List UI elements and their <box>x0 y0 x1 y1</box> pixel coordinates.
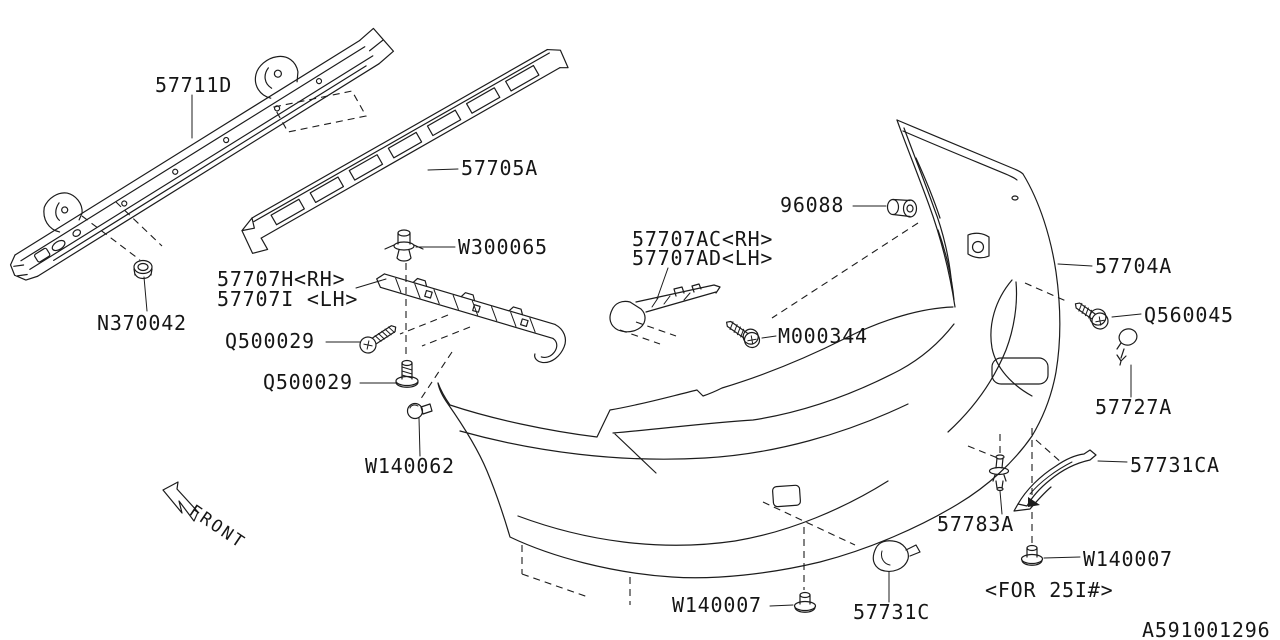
callout-57711d: 57711D <box>155 73 233 97</box>
callout-57707ad: 57707AD<LH> <box>632 246 774 270</box>
callout-q560045: Q560045 <box>1144 303 1234 327</box>
callout-w140007-right: W140007 <box>1083 547 1173 571</box>
screw-q500029-lower-drawing <box>359 359 419 388</box>
clip-w300065-drawing <box>384 229 456 356</box>
bumper-57704a-drawing <box>437 119 1093 605</box>
variant-note: <FOR 25I#> <box>985 578 1114 602</box>
callout-57707ac: 57707AC<RH> <box>632 227 774 251</box>
absorber-57705a-drawing <box>241 48 569 254</box>
callout-w140007-left: W140007 <box>672 593 762 617</box>
callout-57731ca: 57731CA <box>1130 453 1220 477</box>
callout-q500029-upper: Q500029 <box>225 329 315 353</box>
grommet-96088-drawing <box>771 198 919 319</box>
callout-57731c: 57731C <box>853 600 931 624</box>
drawing-number: A591001296 <box>1142 618 1271 640</box>
screw-q560045-drawing <box>1074 302 1142 330</box>
nut-n370042-drawing <box>133 259 153 312</box>
callout-57707i: 57707I <LH> <box>217 287 359 311</box>
clip-57727a-drawing <box>1116 328 1138 398</box>
callout-w140062: W140062 <box>365 454 455 478</box>
callout-57783a: 57783A <box>937 512 1015 536</box>
callout-n370042: N370042 <box>97 311 187 335</box>
front-arrow-icon <box>162 481 199 522</box>
beam-57711d-drawing <box>9 27 395 281</box>
callout-57727a: 57727A <box>1095 395 1173 419</box>
screw-q500029-upper-drawing <box>325 325 397 354</box>
callout-m000344: M000344 <box>778 324 868 348</box>
bracket-57707ac-drawing <box>609 267 721 345</box>
callout-57704a: 57704A <box>1095 254 1173 278</box>
clip-w140007-right-drawing <box>1020 544 1081 566</box>
clip-w140062-drawing <box>406 402 433 457</box>
clip-w140007-left-drawing <box>769 591 817 613</box>
callout-57707h: 57707H<RH> <box>217 267 346 291</box>
callout-57705a: 57705A <box>461 156 539 180</box>
callout-q500029-lower: Q500029 <box>263 370 353 394</box>
callout-w300065: W300065 <box>458 235 548 259</box>
bracket-57731ca-drawing <box>967 428 1128 543</box>
callout-96088: 96088 <box>780 193 845 217</box>
bracket-57707h-drawing <box>355 273 567 401</box>
cover-57731c-drawing <box>872 540 921 603</box>
clip-57783a-drawing <box>988 454 1010 515</box>
screw-m000344-drawing <box>726 320 777 349</box>
